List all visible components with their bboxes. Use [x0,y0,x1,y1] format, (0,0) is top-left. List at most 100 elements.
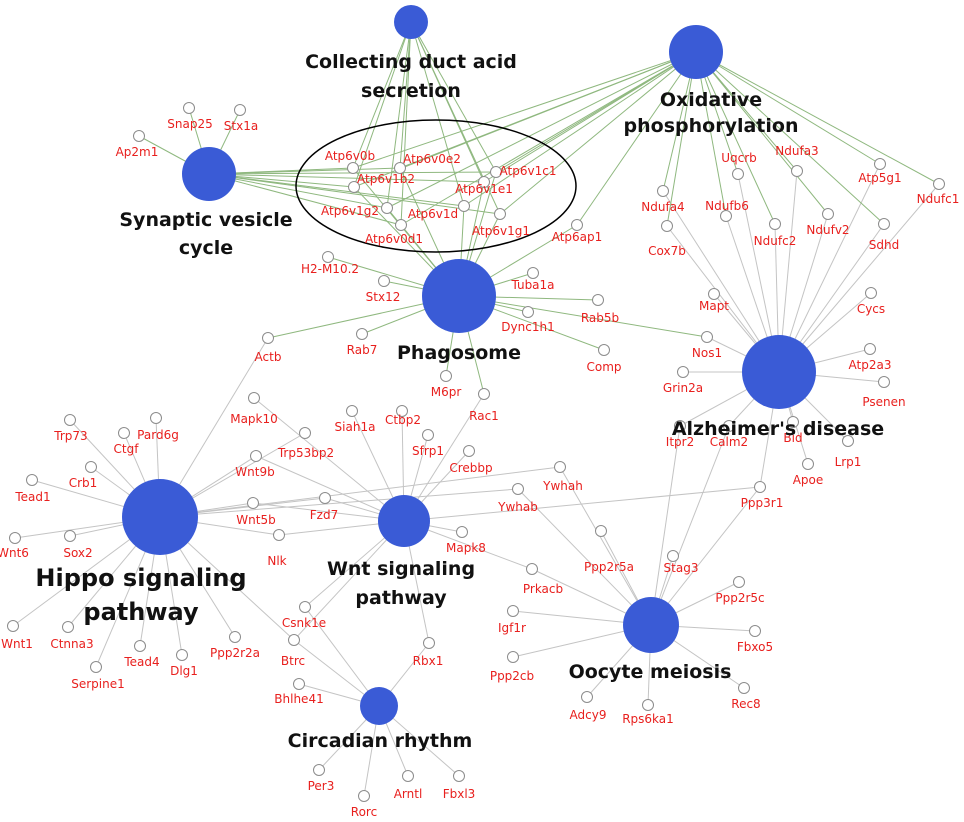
gene-node-circle [842,435,854,447]
edge-collecting-atp6v0e2 [399,21,412,169]
gene-node-circle [787,416,799,428]
gene-prkacb: Prkacb [523,563,563,596]
hub-label-line: Oocyte meiosis [569,661,732,683]
gene-label: Ndufc1 [917,192,960,206]
gene-label: Bid [783,431,802,445]
edge-oocyte-ywhab [517,488,652,626]
gene-comp: Comp [586,344,622,374]
hub-oocyte: Oocyte meiosis [569,597,732,683]
gene-node-circle [183,102,195,114]
hub-label-line: Oxidative [660,89,762,111]
gene-label: Actb [255,350,282,364]
gene-node-circle [118,427,130,439]
gene-label: Prkacb [523,582,563,596]
gene-label: Ap2m1 [116,145,159,159]
hub-label-line: Circadian rhythm [288,730,473,752]
gene-atp6v0b: Atp6v0b [325,149,375,174]
gene-label: Atp6v1g1 [472,224,530,238]
gene-node-circle [453,770,465,782]
gene-wnt1: Wnt1 [1,620,33,651]
gene-pard6g: Pard6g [137,412,179,442]
gene-node-circle [571,219,583,231]
gene-node-circle [313,764,325,776]
edge-synaptic-atp6v0e2 [208,167,401,175]
gene-node-circle [878,376,890,388]
gene-ctbp2: Ctbp2 [385,405,421,427]
gene-label: Trp53bp2 [277,446,334,460]
gene-ndufb6: Ndufb6 [705,199,749,222]
gene-node-circle [865,287,877,299]
hub-label-line: Hippo signaling [35,564,246,592]
gene-trp73: Trp73 [53,414,88,443]
gene-label: Crebbp [449,461,492,475]
gene-wnt6: Wnt6 [0,532,29,560]
gene-label: Ctnna3 [50,637,93,651]
edge-wnt-wnt9b [255,455,405,522]
gene-ppp2cb: Ppp2cb [490,651,534,683]
edge-oxphos-ndufv2 [695,51,829,215]
edge-hippo-ywhab [159,488,519,518]
gene-label: Wnt6 [0,546,29,560]
edge-oxphos-atp6v1b2 [353,51,697,188]
edge-oxphos-atp5g1 [695,51,881,165]
gene-node-circle [802,458,814,470]
hub-label-line: secretion [361,80,461,102]
gene-atp6v0d1: Atp6v0d1 [365,219,423,246]
gene-label: Atp6v1c1 [500,164,557,178]
edge-alzheimer-ndufc1 [778,183,940,373]
gene-mapk10: Mapk10 [230,392,278,426]
gene-label: Trp73 [53,429,87,443]
gene-label: Ctbp2 [385,413,421,427]
edge-oxphos-ndufb6 [695,51,727,217]
hub-alzheimer: Alzheimer's disease [672,335,884,440]
gene-label: Ywhah [542,479,583,493]
gene-node-circle [822,208,834,220]
hub-node-circle [360,687,398,725]
gene-actb: Actb [255,332,282,364]
gene-label: Arntl [394,787,423,801]
gene-node-circle [319,492,331,504]
gene-label: Ndufa4 [641,200,684,214]
gene-node-circle [674,420,686,432]
gene-node-circle [512,483,524,495]
edge-oxphos-atp6v1d [463,51,697,207]
gene-node-circle [299,601,311,613]
gene-label: Mapk8 [446,541,486,555]
gene-node-circle [299,427,311,439]
gene-node-circle [933,178,945,190]
gene-bhlhe41: Bhlhe41 [274,678,324,706]
gene-node-circle [134,640,146,652]
gene-tead1: Tead1 [14,474,51,504]
gene-ctnna3: Ctnna3 [50,621,94,651]
gene-label: Lrp1 [835,455,862,469]
gene-apoe: Apoe [793,458,823,487]
gene-label: M6pr [431,385,462,399]
edge-oxphos-atp6v0b [352,51,697,169]
gene-nos1: Nos1 [692,331,722,360]
edge-oxphos-atp6v1g2 [386,51,697,209]
gene-sfrp1: Sfrp1 [412,429,444,458]
edge-oxphos-cox7b [666,51,697,227]
gene-label: Atp6v1g2 [321,204,379,218]
gene-node-circle [581,691,593,703]
gene-node-circle [422,429,434,441]
gene-ppp2r5a: Ppp2r5a [584,525,634,574]
hub-node-circle [394,5,428,39]
gene-label: Cycs [857,302,885,316]
gene-node-circle [9,532,21,544]
gene-atp5g1: Atp5g1 [858,158,902,185]
gene-label: Cox7b [648,244,686,258]
gene-node-circle [90,661,102,673]
gene-ap2m1: Ap2m1 [116,130,159,159]
gene-grin2a: Grin2a [663,366,703,395]
gene-node-circle [358,790,370,802]
gene-itpr2: Itpr2 [666,420,694,449]
gene-label: Stag3 [664,561,699,575]
gene-atp6ap1: Atp6ap1 [552,219,602,244]
gene-node-circle [423,637,435,649]
gene-node-circle [490,166,502,178]
gene-mapk8: Mapk8 [446,526,486,555]
gene-node-circle [507,651,519,663]
gene-label: Uqcrb [721,151,757,165]
